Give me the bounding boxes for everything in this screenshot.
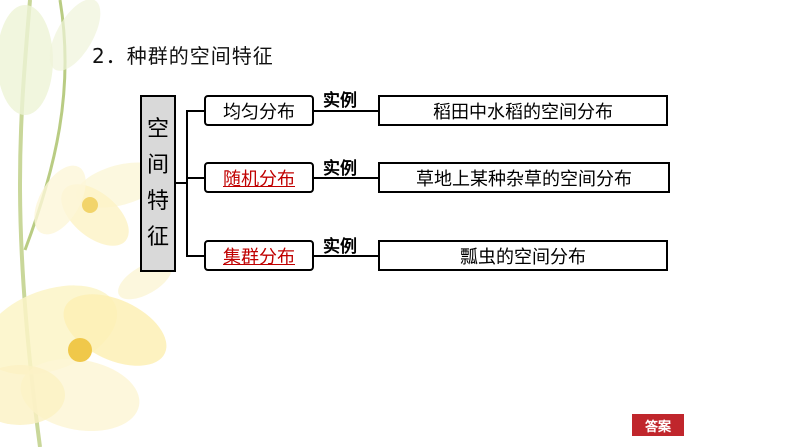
relation-label: 实例 [323,86,357,111]
root-char: 空 [147,112,169,148]
example-label: 瓢虫的空间分布 [460,243,586,269]
distribution-type-label: 均匀分布 [223,98,295,124]
branch-connector [186,177,204,179]
example-label: 稻田中水稻的空间分布 [433,98,613,124]
root-char: 间 [147,148,169,184]
root-char: 征 [147,220,169,256]
distribution-type-box: 均匀分布 [204,95,314,126]
distribution-type-box: 集群分布 [204,240,314,271]
root-concept-box: 空 间 特 征 [140,95,176,272]
distribution-type-box: 随机分布 [204,162,314,193]
example-box: 草地上某种杂草的空间分布 [378,162,670,193]
section-heading: 2．种群的空间特征 [92,40,274,69]
branch-trunk [186,110,188,256]
root-char: 特 [147,184,169,220]
branch-connector [186,110,204,112]
distribution-type-answer: 随机分布 [223,165,295,191]
relation-label: 实例 [323,154,357,179]
answer-button[interactable]: 答案 [632,414,684,436]
relation-label: 实例 [323,232,357,257]
distribution-type-answer: 集群分布 [223,243,295,269]
example-label: 草地上某种杂草的空间分布 [416,165,632,191]
example-box: 瓢虫的空间分布 [378,240,668,271]
branch-connector [186,255,204,257]
example-box: 稻田中水稻的空间分布 [378,95,668,126]
